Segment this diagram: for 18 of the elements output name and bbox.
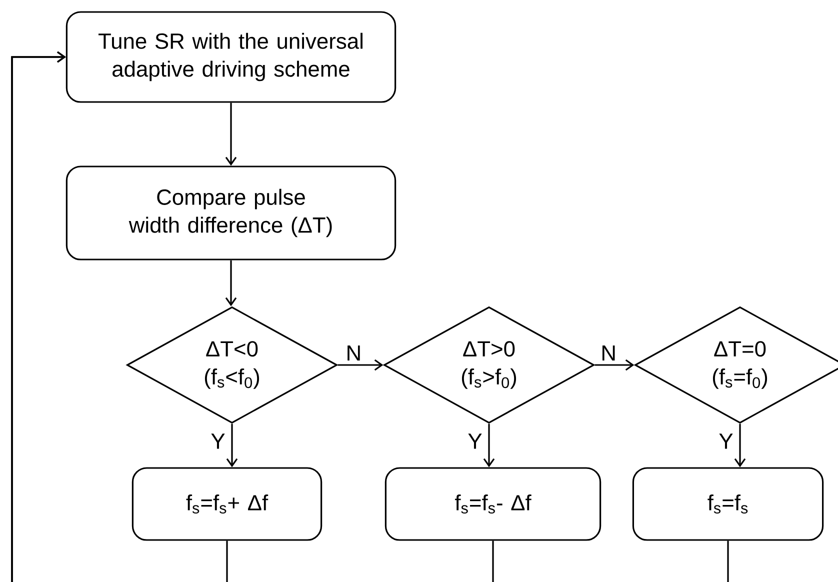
arrow (225, 260, 237, 306)
arrow (734, 424, 746, 468)
arrow (11, 51, 729, 582)
arrow (594, 359, 634, 371)
edge-label: N (600, 344, 618, 362)
process-box: Compare pulse width difference (ΔT) (66, 166, 396, 260)
process-box: f$_{s}$=f$_{s}$- Δf (384, 467, 602, 541)
arrow (483, 424, 495, 468)
process-box: f$_{s}$=f$_{s}$ (632, 467, 824, 541)
arrow (225, 102, 237, 166)
process-box: f$_{s}$=f$_{s}$+ Δf (132, 467, 322, 541)
arrow (226, 424, 238, 468)
edge-label: Y (718, 432, 734, 450)
edge-label: Y (210, 432, 226, 450)
process-box: Tune SR with the universal adaptive driving scheme (66, 11, 396, 103)
arrow (338, 359, 384, 371)
edge-label: Y (466, 432, 484, 450)
edge-label: N (344, 344, 363, 362)
